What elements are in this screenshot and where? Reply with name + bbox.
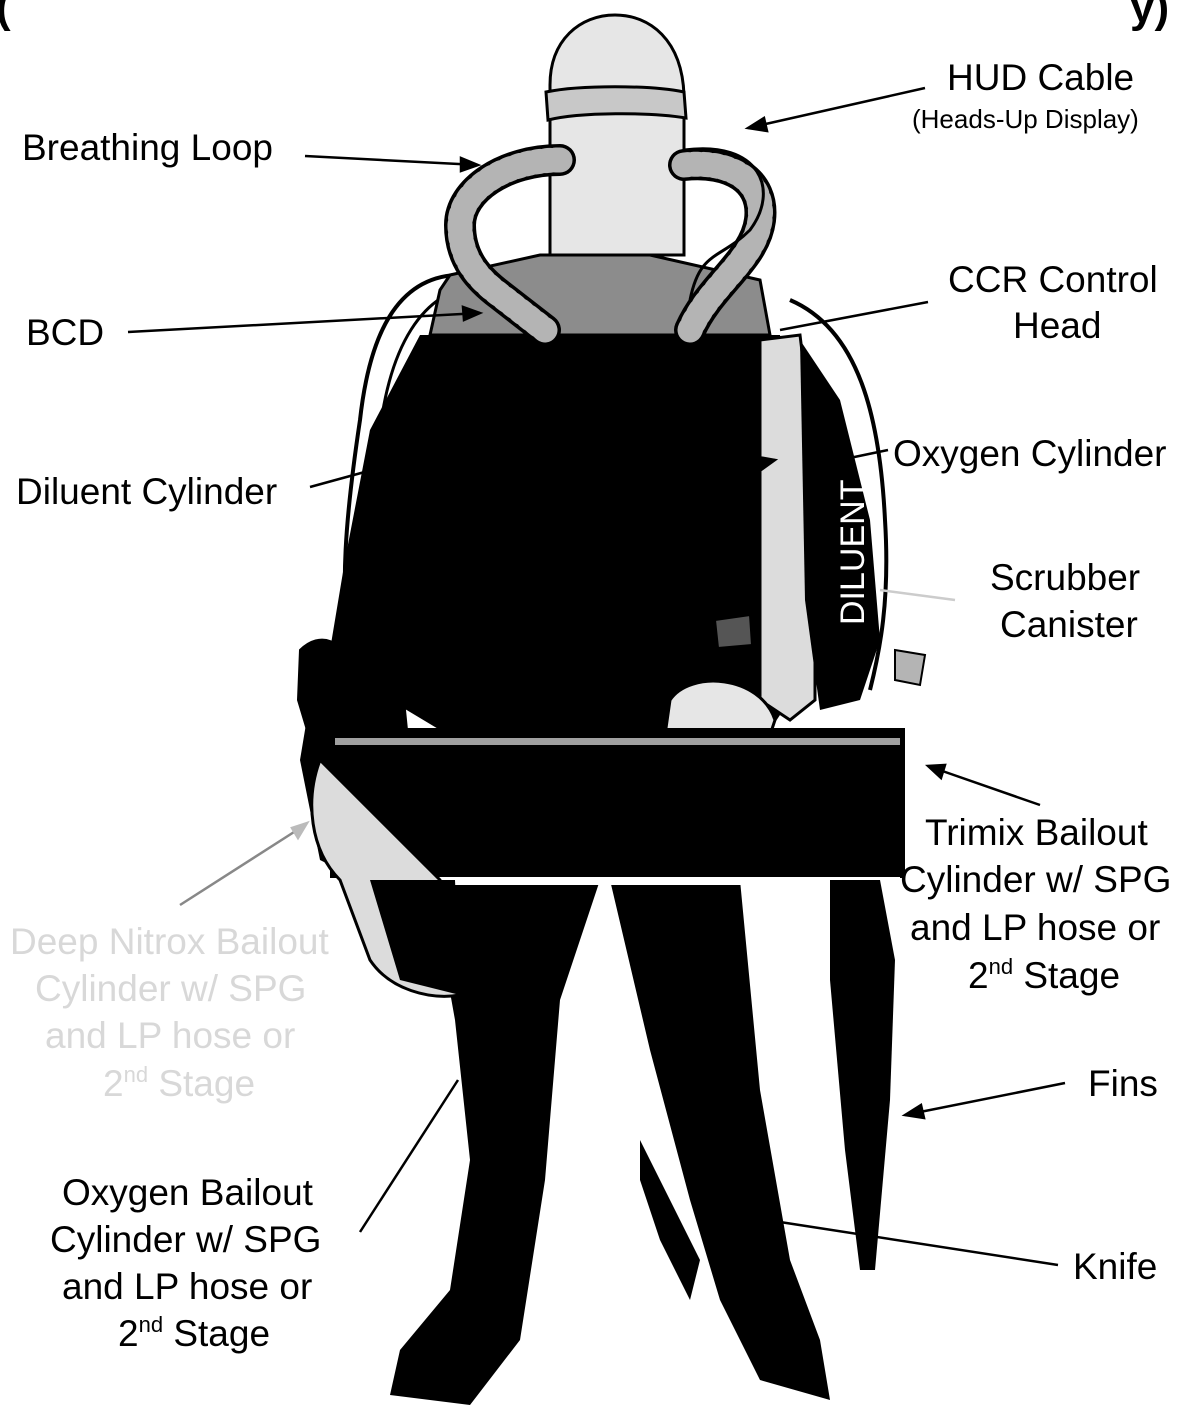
label-hud-cable: HUD Cable bbox=[947, 57, 1134, 98]
label-nitrox-4-post: Stage bbox=[148, 1063, 255, 1104]
label-trimix-4-post: Stage bbox=[1013, 955, 1120, 996]
label-oxygen-bailout-4: 2nd Stage bbox=[118, 1312, 270, 1354]
banner-fragment-right: y) bbox=[1130, 0, 1169, 32]
diver-right-leg bbox=[610, 880, 830, 1400]
arrowhead-breathing-loop bbox=[461, 158, 478, 171]
scrubber-valve bbox=[895, 650, 925, 685]
leader-nitrox bbox=[180, 825, 305, 905]
diver-left-glove bbox=[298, 640, 350, 740]
label-breathing-loop: Breathing Loop bbox=[22, 127, 273, 168]
arrowhead-hud-cable bbox=[748, 118, 767, 131]
label-trimix-4-pre: 2 bbox=[968, 955, 989, 996]
label-bcd: BCD bbox=[26, 312, 104, 353]
label-fins: Fins bbox=[1088, 1063, 1158, 1104]
label-nitrox-4-sup: nd bbox=[124, 1062, 148, 1087]
leader-hud-cable bbox=[748, 88, 925, 128]
arrowhead-fins bbox=[905, 1105, 924, 1118]
label-ccr-control-head-1: CCR Control bbox=[948, 259, 1158, 300]
label-oxygen-cylinder: Oxygen Cylinder bbox=[893, 433, 1167, 474]
diver-helmet bbox=[550, 15, 684, 255]
diver-torso bbox=[360, 335, 800, 730]
label-scrubber-2: Canister bbox=[1000, 604, 1138, 645]
label-nitrox-3: and LP hose or bbox=[45, 1015, 295, 1056]
label-nitrox-4: 2nd Stage bbox=[103, 1062, 255, 1104]
diver-figure: DILUENT bbox=[298, 15, 925, 1405]
label-trimix-1: Trimix Bailout bbox=[925, 812, 1148, 853]
leader-breathing-loop bbox=[305, 156, 478, 165]
leader-bcd bbox=[128, 313, 480, 332]
label-knife: Knife bbox=[1073, 1246, 1157, 1287]
side-valve bbox=[715, 615, 752, 648]
belt-stripe-white bbox=[410, 877, 900, 885]
helmet-band bbox=[546, 87, 686, 120]
diluent-tank-text: DILUENT bbox=[834, 480, 872, 625]
label-trimix-2: Cylinder w/ SPG bbox=[900, 859, 1171, 900]
arrowhead-nitrox bbox=[292, 823, 307, 838]
label-nitrox-2: Cylinder w/ SPG bbox=[35, 968, 306, 1009]
label-ccr-control-head-2: Head bbox=[1013, 305, 1101, 346]
belt-stripe-gray bbox=[335, 738, 900, 745]
label-oxygen-bailout-4-sup: nd bbox=[139, 1312, 163, 1337]
label-diluent-cylinder: Diluent Cylinder bbox=[16, 471, 277, 512]
leader-scrubber bbox=[880, 590, 955, 600]
leader-fins bbox=[905, 1083, 1065, 1115]
label-oxygen-bailout-4-post: Stage bbox=[163, 1313, 270, 1354]
banner-fragment-left: ( bbox=[0, 0, 11, 32]
label-oxygen-bailout-4-pre: 2 bbox=[118, 1313, 139, 1354]
label-oxygen-bailout-3: and LP hose or bbox=[62, 1266, 312, 1307]
trimix-bailout-cylinder bbox=[830, 880, 895, 1270]
label-oxygen-bailout-1: Oxygen Bailout bbox=[62, 1172, 314, 1213]
leader-trimix bbox=[928, 766, 1040, 805]
label-hud-cable-sub: (Heads-Up Display) bbox=[912, 104, 1139, 134]
label-oxygen-bailout-2: Cylinder w/ SPG bbox=[50, 1219, 321, 1260]
label-trimix-4: 2nd Stage bbox=[968, 954, 1120, 996]
arrowhead-trimix bbox=[928, 765, 945, 778]
leader-knife bbox=[780, 1222, 1058, 1265]
label-nitrox-1: Deep Nitrox Bailout bbox=[10, 921, 329, 962]
leader-oxygen-bailout bbox=[360, 1080, 458, 1232]
label-trimix-4-sup: nd bbox=[989, 954, 1013, 979]
label-scrubber-1: Scrubber bbox=[990, 557, 1140, 598]
label-trimix-3: and LP hose or bbox=[910, 907, 1160, 948]
label-nitrox-4-pre: 2 bbox=[103, 1063, 124, 1104]
